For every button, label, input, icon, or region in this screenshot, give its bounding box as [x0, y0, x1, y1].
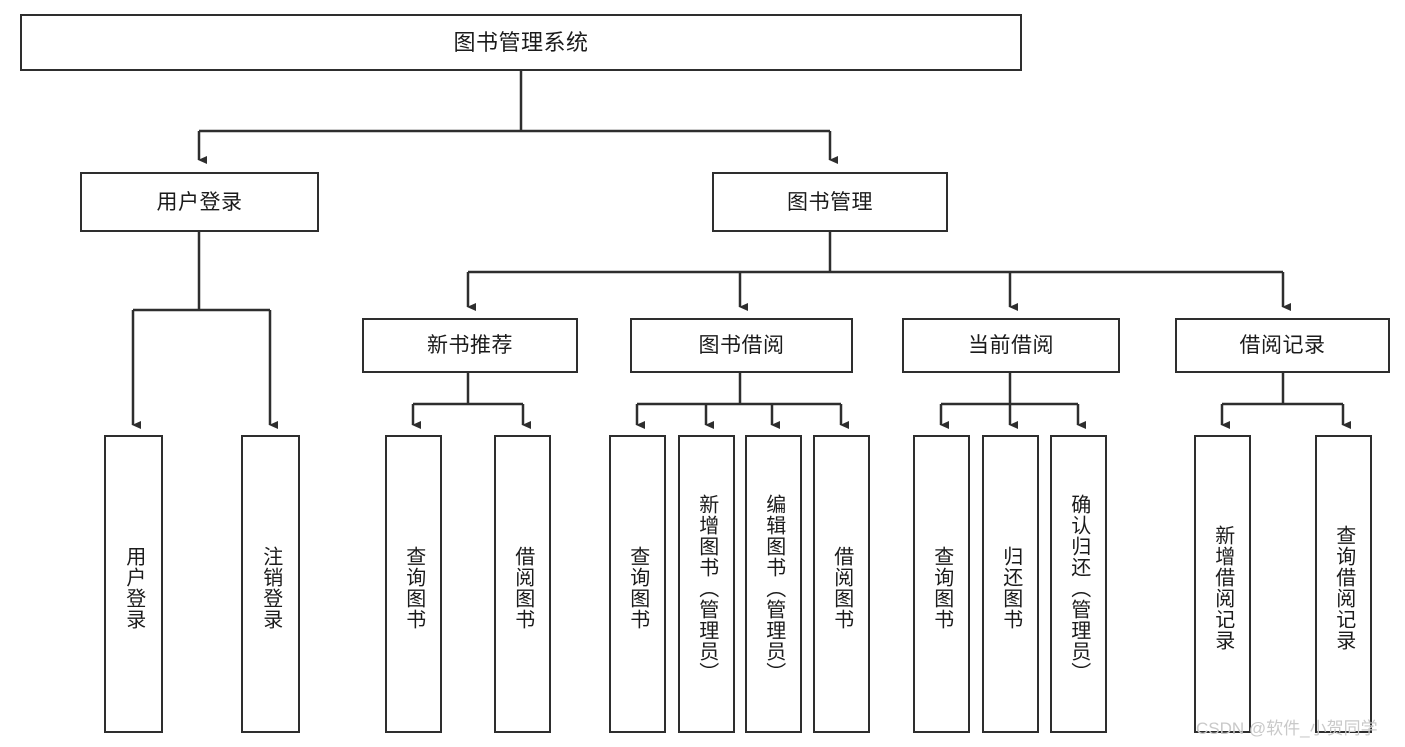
node-label: 图书借阅: [698, 334, 785, 357]
leaf-user-login-login[interactable]: 用户登录: [104, 435, 163, 733]
leaf-borrow-record-query-record[interactable]: 查询借阅记录: [1315, 435, 1372, 733]
node-user-login[interactable]: 用户登录: [80, 172, 319, 232]
leaf-book-borrow-query-books[interactable]: 查询图书: [609, 435, 666, 733]
csdn-watermark: CSDN @软件_小贺同学: [1196, 719, 1378, 738]
leaf-user-login-logout[interactable]: 注销登录: [241, 435, 300, 733]
leaf-current-borrow-query-books[interactable]: 查询图书: [913, 435, 970, 733]
leaf-book-borrow-borrow-books[interactable]: 借阅图书: [813, 435, 870, 733]
node-label: 查询图书: [930, 546, 953, 630]
node-book-borrowing[interactable]: 图书借阅: [630, 318, 853, 373]
node-borrowing-record[interactable]: 借阅记录: [1175, 318, 1390, 373]
leaf-current-borrow-confirm-return-admin[interactable]: 确认归还（管理员）: [1050, 435, 1107, 733]
leaf-book-borrow-add-book-admin[interactable]: 新增图书（管理员）: [678, 435, 735, 733]
node-label: 编辑图书（管理员）: [762, 493, 785, 683]
node-label: 新书推荐: [427, 334, 513, 357]
node-root-book-management-system[interactable]: 图书管理系统: [20, 14, 1022, 71]
leaf-new-book-query-books[interactable]: 查询图书: [385, 435, 442, 733]
leaf-current-borrow-return-books[interactable]: 归还图书: [982, 435, 1039, 733]
leaf-borrow-record-add-record[interactable]: 新增借阅记录: [1194, 435, 1251, 733]
node-current-borrowing[interactable]: 当前借阅: [902, 318, 1120, 373]
node-label: 当前借阅: [968, 334, 1054, 357]
node-label: 查询图书: [626, 546, 649, 630]
node-label: 新增图书（管理员）: [695, 493, 718, 683]
node-label: 新增借阅记录: [1211, 525, 1234, 651]
node-label: 借阅图书: [511, 546, 534, 630]
node-label: 用户登录: [122, 546, 145, 630]
node-label: 确认归还（管理员）: [1067, 493, 1090, 683]
node-label: 用户登录: [156, 190, 243, 214]
node-label: 查询借阅记录: [1332, 525, 1355, 651]
node-book-management[interactable]: 图书管理: [712, 172, 948, 232]
node-label: 注销登录: [259, 546, 282, 630]
node-label: 归还图书: [999, 546, 1022, 630]
leaf-new-book-borrow-books[interactable]: 借阅图书: [494, 435, 551, 733]
node-label: 借阅记录: [1239, 334, 1326, 357]
node-label: 借阅图书: [830, 546, 853, 630]
node-new-book-recommendation[interactable]: 新书推荐: [362, 318, 578, 373]
node-label: 图书管理系统: [453, 29, 589, 55]
leaf-book-borrow-edit-book-admin[interactable]: 编辑图书（管理员）: [745, 435, 802, 733]
node-label: 图书管理: [787, 190, 873, 214]
node-label: 查询图书: [402, 546, 425, 630]
